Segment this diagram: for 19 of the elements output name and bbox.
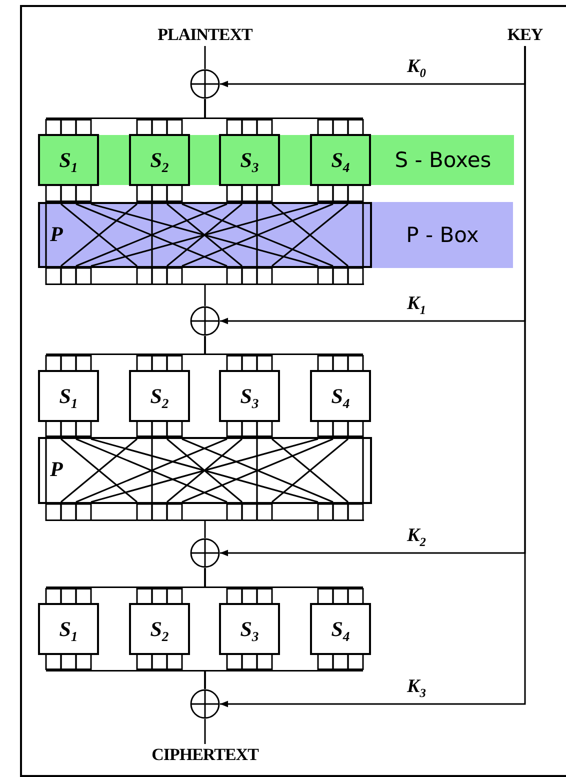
highlight-band [38, 119, 514, 202]
xor-symbol [190, 538, 220, 568]
connector-line [204, 285, 206, 306]
connector-line [204, 719, 206, 744]
terminal-label: PLAINTEXT [150, 24, 260, 46]
xor-symbol [190, 69, 220, 99]
xor-symbol [190, 306, 220, 336]
connector-line [204, 521, 206, 538]
connector-line [204, 670, 272, 689]
connector-line [204, 46, 206, 69]
terminal-label: CIPHERTEXT [130, 744, 280, 766]
band-label: P - Box [405, 222, 480, 249]
connector-line [204, 568, 272, 588]
terminal-label: KEY [500, 24, 550, 46]
band-label: S - Boxes [394, 147, 492, 174]
xor-symbol [190, 689, 220, 719]
arrow [220, 46, 526, 708]
connector-line [204, 336, 272, 355]
highlight-band [38, 202, 513, 285]
